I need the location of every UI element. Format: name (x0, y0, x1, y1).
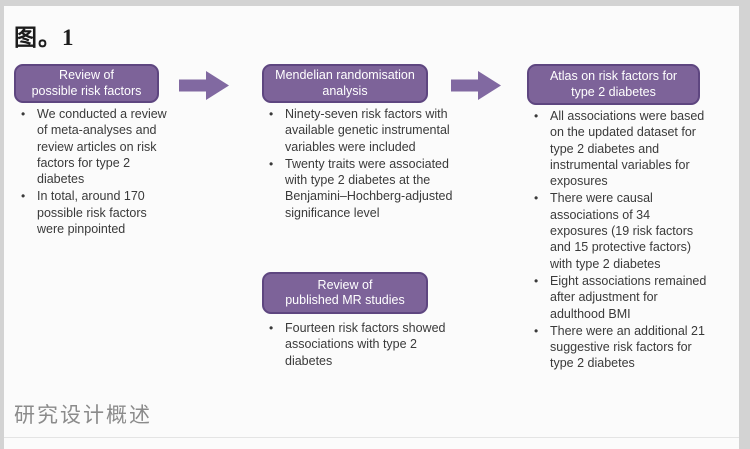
frame-edge-top (0, 0, 750, 6)
frame-edge-left (0, 0, 4, 449)
bullet-item: Eight associations remained after adjust… (527, 273, 709, 322)
bullet-item: Twenty traits were associated with type … (262, 156, 460, 221)
column1-bullet-list: We conducted a review of meta-analyses a… (14, 106, 170, 238)
frame-edge-right (739, 0, 750, 449)
column2-sub-bullet-list: Fourteen risk factors showed association… (262, 320, 460, 370)
flow-arrow-icon (179, 70, 229, 101)
bullet-item: Ninety-seven risk factors with available… (262, 106, 460, 155)
stage-box-review-published-mr-studies: Review of published MR studies (262, 272, 428, 314)
column2-bullet-list: Ninety-seven risk factors with available… (262, 106, 460, 222)
stage-box-review-possible-risk-factors: Review of possible risk factors (14, 64, 159, 103)
flow-arrow-icon (451, 70, 501, 101)
bullet-item: We conducted a review of meta-analyses a… (14, 106, 170, 187)
figure-title: 图。1 (14, 25, 75, 50)
bullet-item: There were causal associations of 34 exp… (527, 190, 709, 271)
column3-bullet-list: All associations were based on the updat… (527, 108, 709, 373)
stage-box-mendelian-randomisation-analysis: Mendelian randomisation analysis (262, 64, 428, 103)
bullet-item: There were an additional 21 suggestive r… (527, 323, 709, 372)
bullet-item: In total, around 170 possible risk facto… (14, 188, 170, 237)
stage-box-atlas-risk-factors: Atlas on risk factors for type 2 diabete… (527, 64, 700, 105)
bullet-item: Fourteen risk factors showed association… (262, 320, 460, 369)
bullet-item: All associations were based on the updat… (527, 108, 709, 189)
caption-divider (4, 437, 739, 438)
figure-caption: 研究设计概述 (14, 403, 152, 427)
